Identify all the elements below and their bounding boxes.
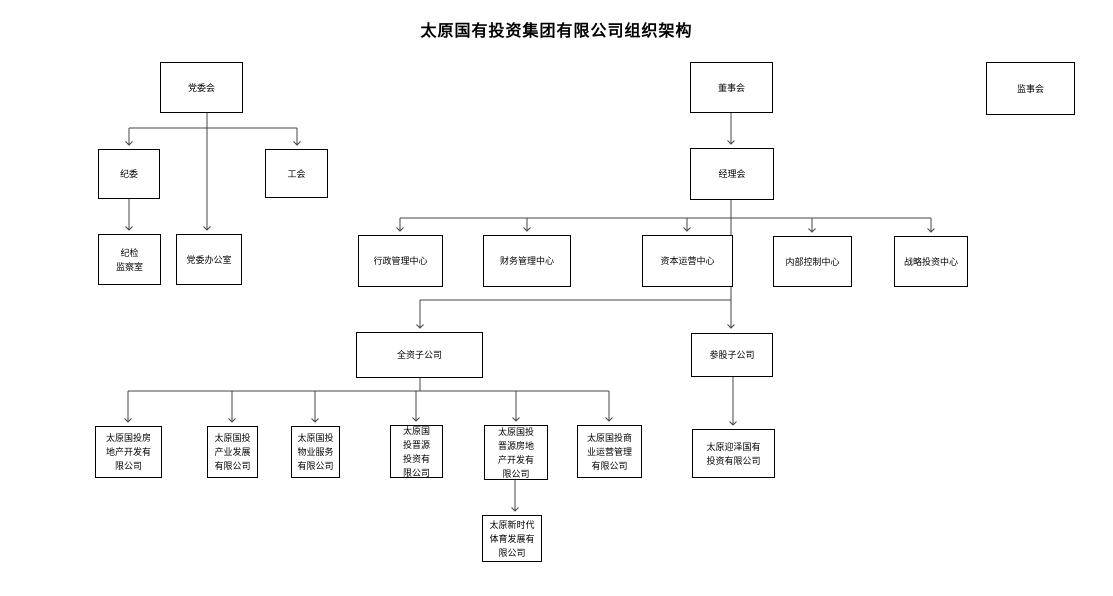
node-sub-new-era-sports: 太原新时代体育发展有限公司 [482,515,542,562]
node-discipline-committee: 纪委 [98,149,160,199]
node-board-of-directors: 董事会 [690,62,773,113]
node-party-committee-office: 党委办公室 [176,234,242,285]
node-party-committee: 党委会 [160,62,243,113]
node-strategic-investment-center: 战略投资中心 [894,236,968,287]
node-sub-realestate: 太原国投房地产开发有限公司 [95,426,162,478]
connectors [124,113,935,512]
node-finance-mgmt-center: 财务管理中心 [483,235,571,287]
node-sub-property-service: 太原国投物业服务有限公司 [291,426,340,478]
node-managers-meeting: 经理会 [690,148,774,200]
node-capital-operation-center: 资本运营中心 [642,235,733,287]
node-equity-subsidiaries: 参股子公司 [691,333,773,377]
node-wholly-owned-subsidiaries: 全资子公司 [356,332,483,378]
node-sub-jinyuan-investment: 太原国投晋源投资有限公司 [390,425,443,478]
chart-title: 太原国有投资集团有限公司组织架构 [420,23,693,40]
node-internal-control-center: 内部控制中心 [773,236,852,287]
node-supervisory-board: 监事会 [986,62,1075,115]
node-sub-industry-dev: 太原国投产业发展有限公司 [207,426,258,478]
node-sub-yingze-investment: 太原迎泽国有投资有限公司 [692,429,775,478]
node-labor-union: 工会 [265,149,328,198]
node-sub-jinyuan-realestate: 太原国投晋源房地产开发有限公司 [484,425,548,480]
node-sub-commercial-ops: 太原国投商业运营管理有限公司 [577,425,642,478]
node-discipline-inspection-office: 纪检 监察室 [98,234,161,285]
node-admin-mgmt-center: 行政管理中心 [358,235,443,287]
